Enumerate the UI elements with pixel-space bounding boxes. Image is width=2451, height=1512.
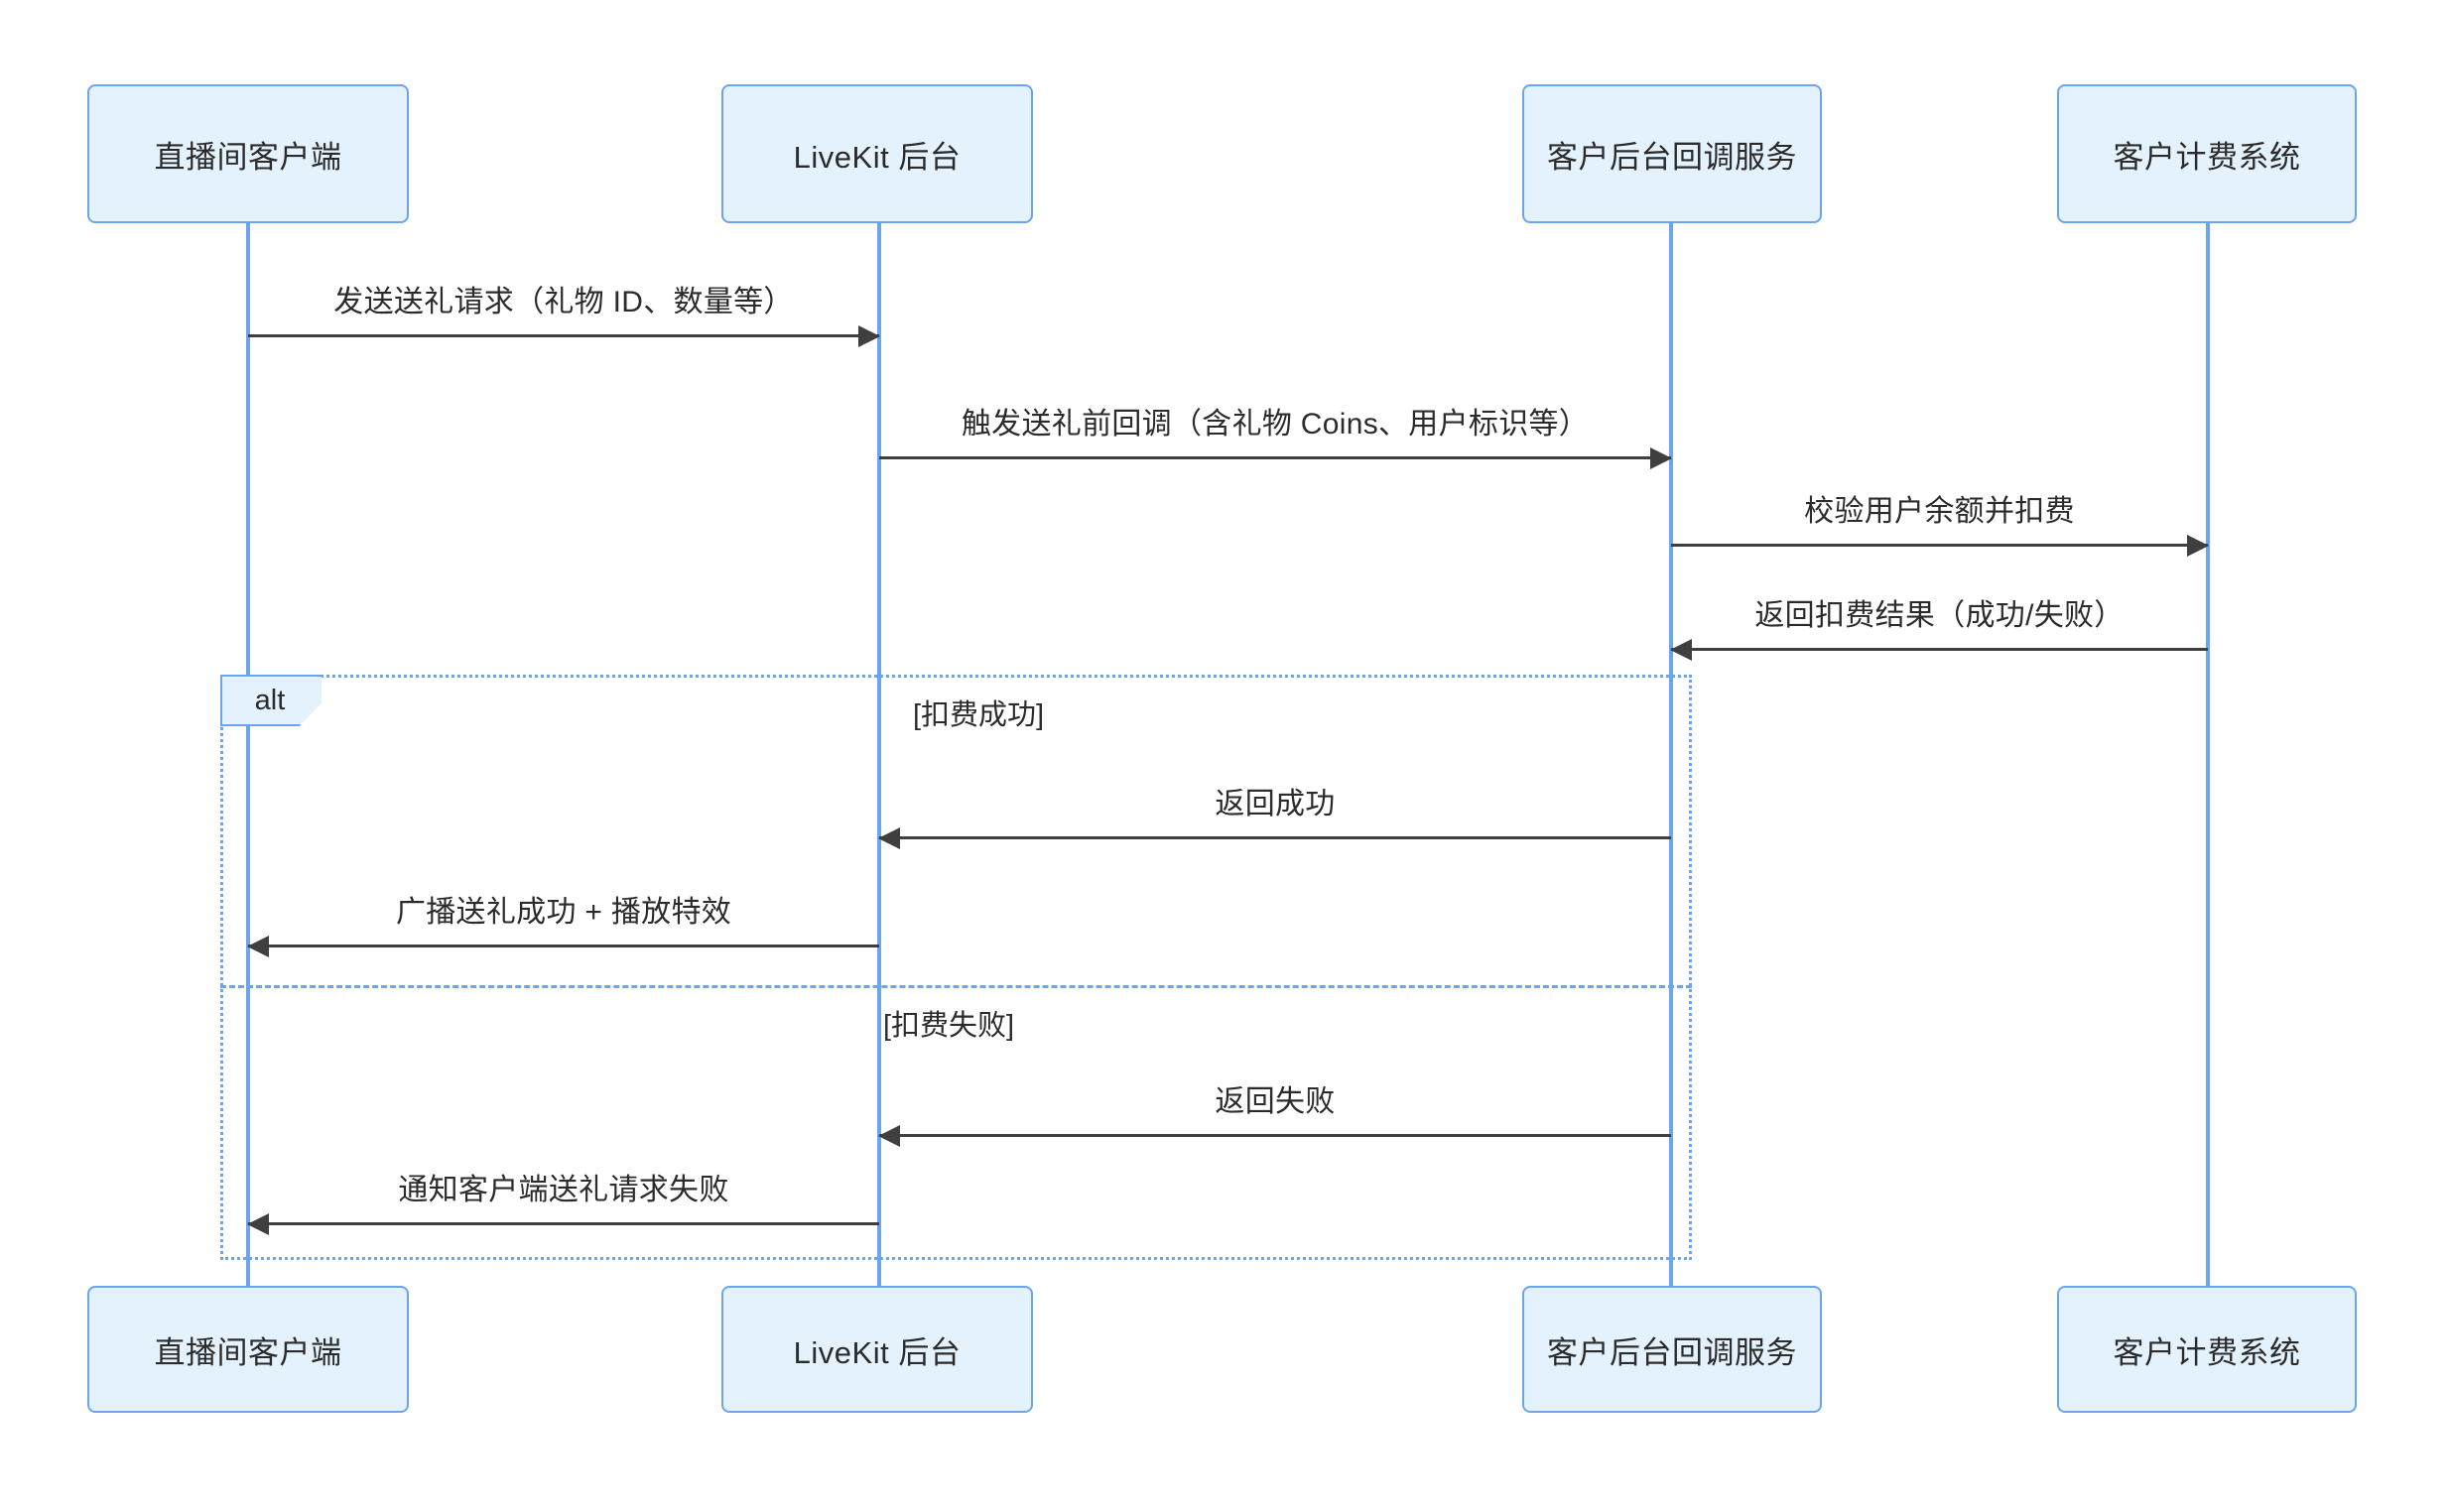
- message-label: 返回扣费结果（成功/失败）: [1754, 599, 2125, 632]
- alt-branch-condition-1: [扣费成功]: [913, 699, 1045, 731]
- message-line: [248, 334, 879, 337]
- message-label: 触发送礼前回调（含礼物 Coins、用户标识等）: [961, 408, 1590, 441]
- participant-box-bottom-client[interactable]: 直播间客户端: [87, 1286, 409, 1413]
- message-label: 返回失败: [1215, 1085, 1336, 1118]
- message-line: [1671, 544, 2208, 547]
- participant-box-bottom-livekit[interactable]: LiveKit 后台: [721, 1286, 1033, 1413]
- message-line: [1671, 648, 2208, 651]
- arrowhead-right-icon: [1650, 447, 1672, 469]
- lifeline-callback: [1669, 223, 1673, 1286]
- message-label: 返回成功: [1215, 788, 1336, 820]
- message-label: 通知客户端送礼请求失败: [398, 1174, 729, 1206]
- arrowhead-left-icon: [878, 827, 900, 849]
- lifeline-livekit: [877, 223, 881, 1286]
- participant-box-bottom-billing[interactable]: 客户计费系统: [2057, 1286, 2357, 1413]
- message-label: 发送送礼请求（礼物 ID、数量等）: [333, 286, 794, 318]
- arrowhead-right-icon: [2187, 535, 2209, 557]
- message-line: [879, 1134, 1671, 1137]
- message-label: 校验用户余额并扣费: [1804, 495, 2075, 528]
- message-line: [879, 836, 1671, 839]
- participant-box-top-callback[interactable]: 客户后台回调服务: [1522, 84, 1822, 223]
- alt-fragment-tag: alt: [220, 675, 322, 726]
- arrowhead-left-icon: [247, 936, 269, 957]
- participant-box-top-livekit[interactable]: LiveKit 后台: [721, 84, 1033, 223]
- arrowhead-left-icon: [1670, 639, 1692, 661]
- arrowhead-right-icon: [858, 325, 880, 347]
- message-line: [248, 1222, 879, 1225]
- message-line: [248, 945, 879, 947]
- arrowhead-left-icon: [878, 1125, 900, 1147]
- lifeline-client: [246, 223, 250, 1286]
- arrowhead-left-icon: [247, 1213, 269, 1235]
- message-label: 广播送礼成功 + 播放特效: [395, 896, 732, 929]
- participant-box-top-billing[interactable]: 客户计费系统: [2057, 84, 2357, 223]
- participant-box-top-client[interactable]: 直播间客户端: [87, 84, 409, 223]
- alt-branch-condition-2: [扣费失败]: [883, 1010, 1015, 1042]
- alt-fragment-divider: [220, 985, 1692, 988]
- message-line: [879, 456, 1671, 459]
- participant-box-bottom-callback[interactable]: 客户后台回调服务: [1522, 1286, 1822, 1413]
- lifeline-billing: [2206, 223, 2210, 1286]
